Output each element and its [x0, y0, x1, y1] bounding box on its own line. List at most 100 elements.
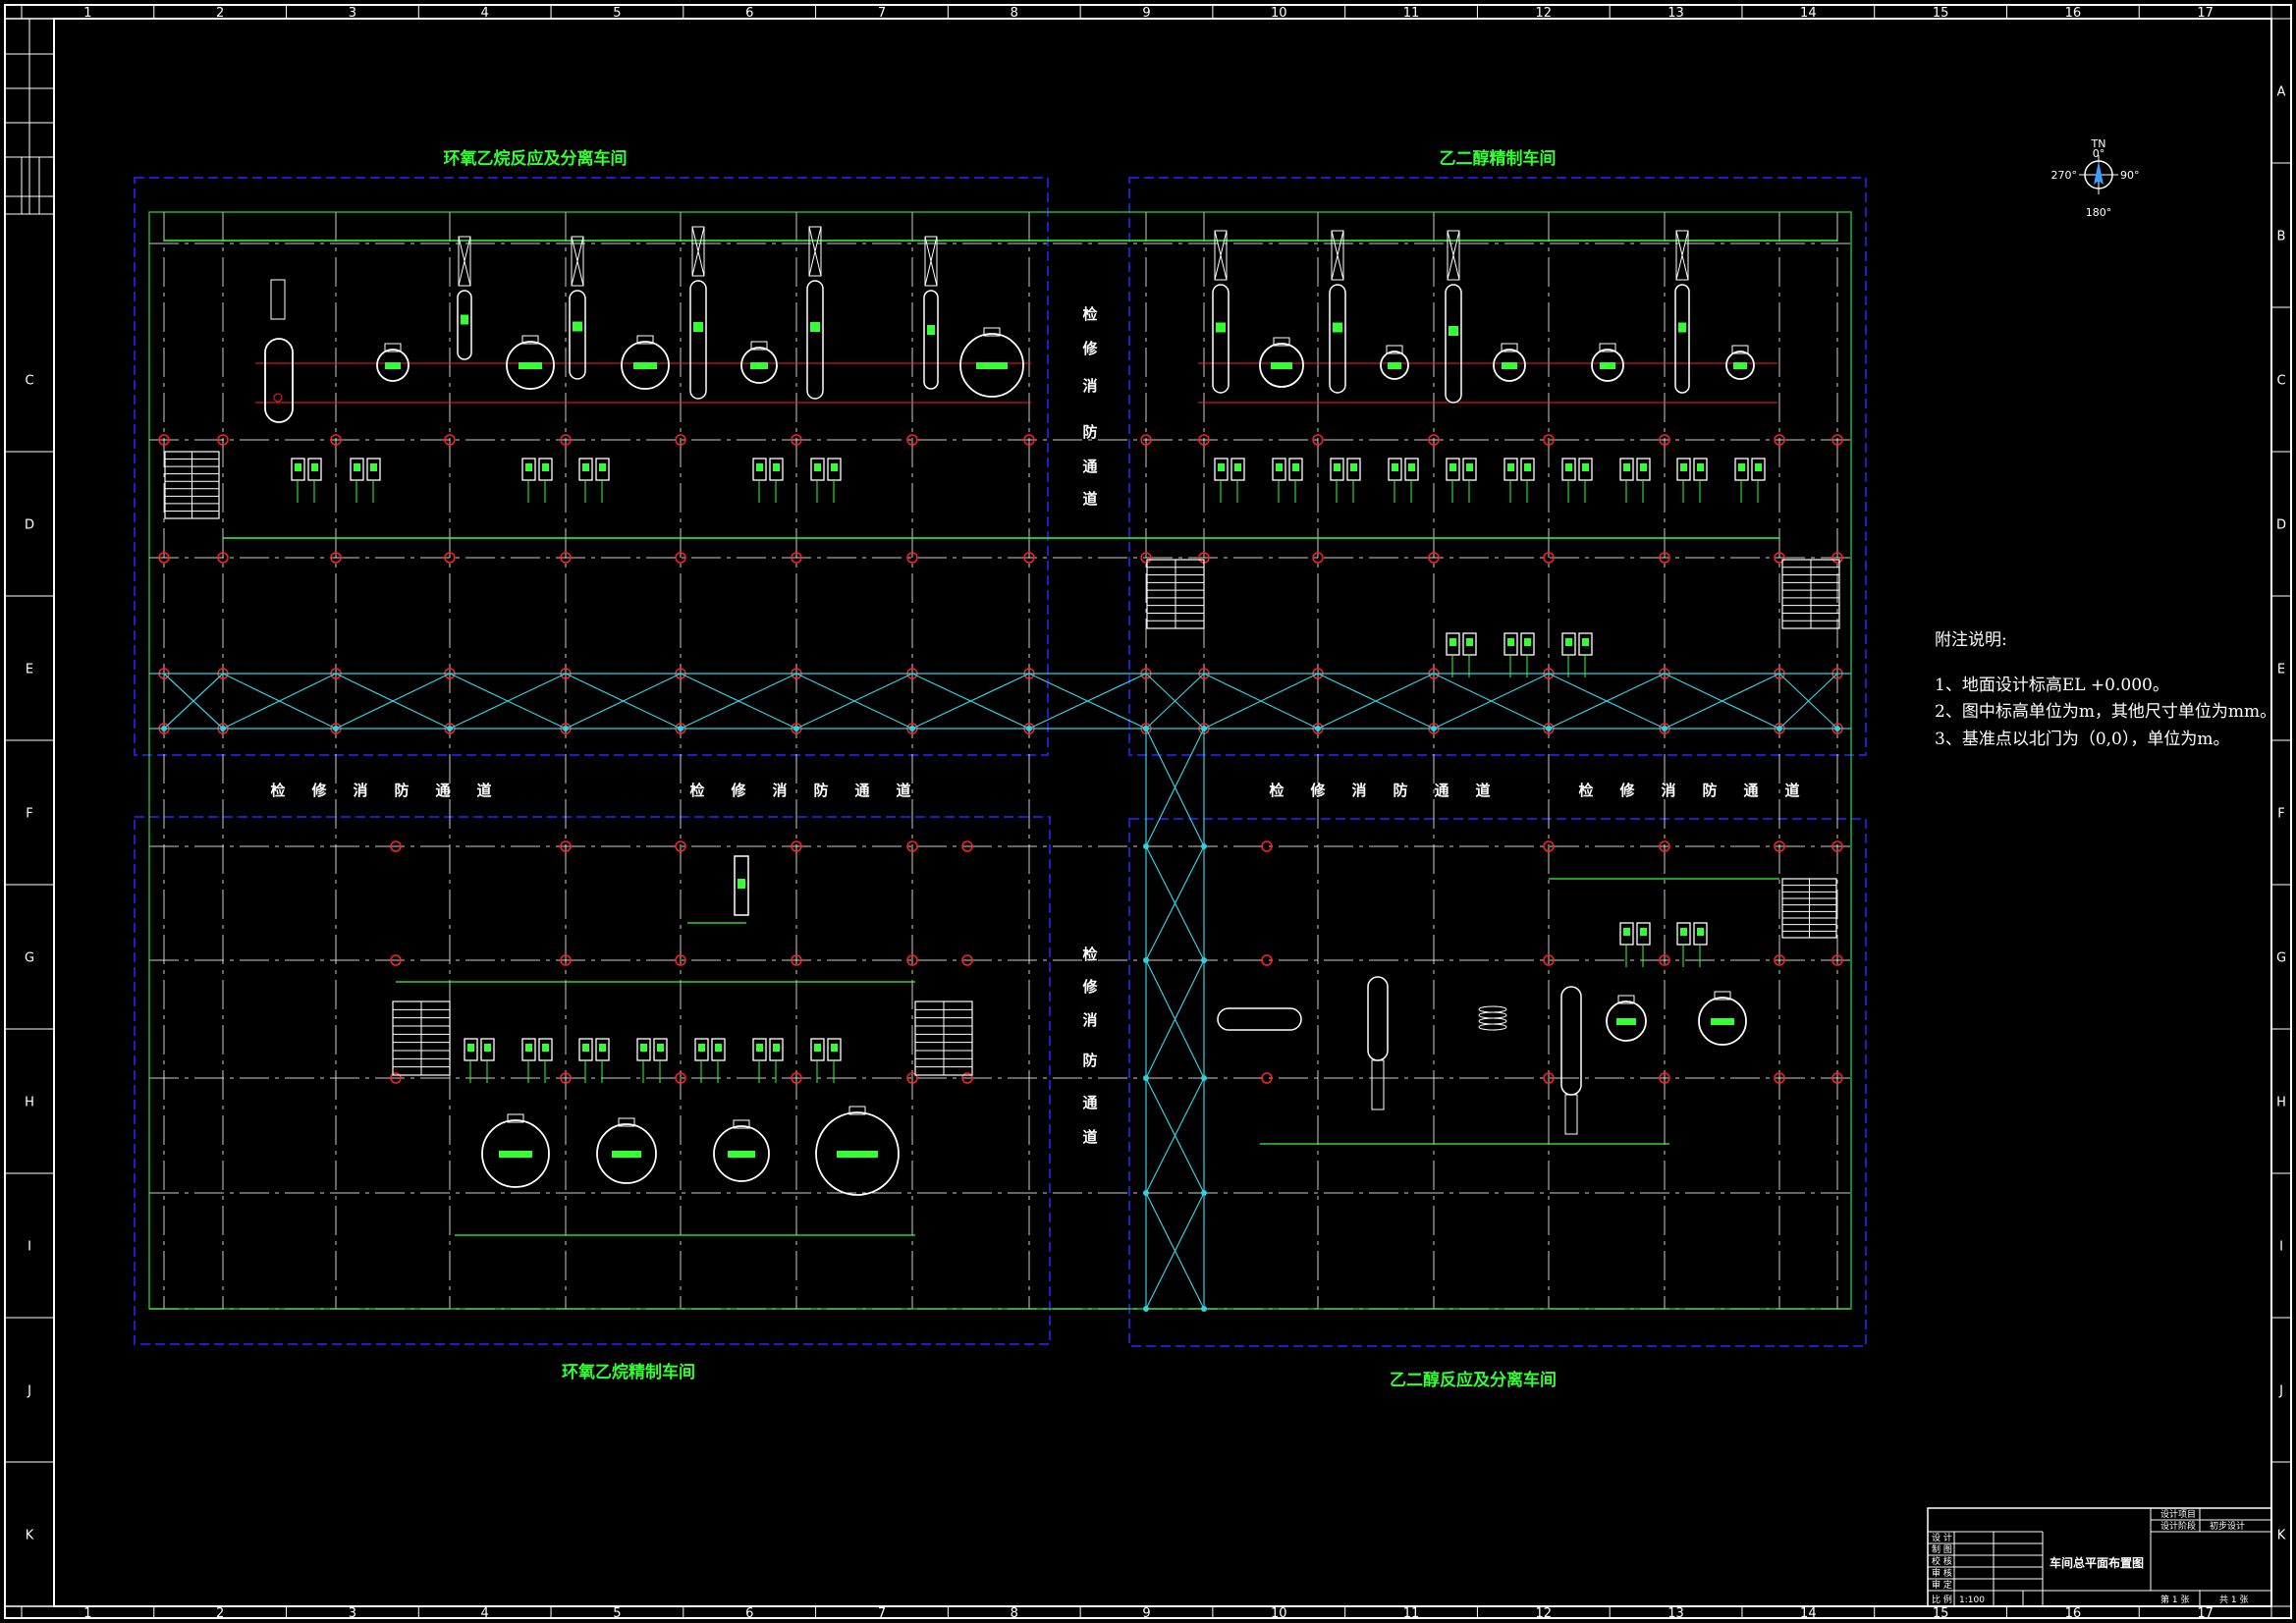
- tank-shell: [596, 1123, 657, 1184]
- tb-stage-label: 设计阶段: [2160, 1520, 2196, 1532]
- staircase: [1781, 559, 1840, 629]
- axis-marker: [1312, 552, 1324, 564]
- notes-heading: 附注说明:: [1935, 630, 2007, 650]
- column-number: 1: [83, 6, 91, 21]
- workshop-title-bottom-left: 环氧乙烷精制车间: [562, 1362, 695, 1382]
- column-number: 17: [2197, 1606, 2214, 1621]
- pump-motor: [1234, 463, 1241, 471]
- compass-deg-270: 270°: [2051, 169, 2078, 182]
- spherical-tank: [713, 1119, 770, 1182]
- brace-node: [1777, 726, 1782, 731]
- road-char: 通: [1434, 782, 1449, 799]
- pump-group: [1619, 922, 1651, 967]
- spherical-tank: [621, 335, 670, 390]
- axis-marker: [906, 552, 918, 564]
- pump-motor: [756, 1044, 763, 1052]
- road-char: 检: [270, 782, 285, 799]
- column-number: 6: [745, 1606, 753, 1621]
- brace-node: [793, 726, 799, 731]
- pump-motor: [1524, 638, 1531, 646]
- tank-tag: [1271, 362, 1292, 369]
- axis-marker: [1774, 954, 1785, 966]
- brace-node: [1662, 726, 1667, 731]
- column-top-frame: [571, 236, 584, 287]
- pump-motor: [1623, 928, 1630, 936]
- row-letter: G: [25, 951, 34, 966]
- column-number: 12: [1536, 1606, 1553, 1621]
- pump-motor: [1449, 463, 1456, 471]
- pump-motor: [657, 1044, 664, 1052]
- spherical-tank: [815, 1106, 900, 1196]
- spherical-tank: [959, 327, 1024, 398]
- column-number: 4: [481, 1606, 489, 1621]
- pump-group: [1330, 458, 1361, 503]
- tank-shell: [959, 333, 1024, 398]
- tank-shell: [1606, 1001, 1647, 1042]
- axis-marker: [560, 954, 572, 966]
- column-shell: [689, 280, 707, 400]
- pump-motor: [370, 463, 377, 471]
- tank-nozzle: [1731, 345, 1749, 354]
- left-stamp-strip: [4, 18, 55, 1607]
- column-number: 10: [1271, 1606, 1287, 1621]
- column-number: 4: [481, 6, 489, 21]
- north-compass: TN 0° 90° 180° 270°: [2051, 137, 2140, 219]
- pump-motor: [1582, 638, 1589, 646]
- pump-motor: [525, 1044, 532, 1052]
- axis-marker: [1543, 840, 1555, 852]
- column-number: 2: [216, 1606, 224, 1621]
- tank-shell: [1725, 351, 1755, 380]
- row-letter: G: [2276, 951, 2286, 966]
- road-char: 道: [1784, 782, 1799, 799]
- column-number: 10: [1271, 6, 1287, 21]
- axis-marker: [1831, 840, 1843, 852]
- row-letter: I: [2279, 1240, 2283, 1255]
- pump-motor: [1524, 463, 1531, 471]
- column-tag: [1678, 322, 1686, 333]
- column-tag: [693, 322, 703, 332]
- tank-nozzle: [733, 1119, 750, 1129]
- pump-motor: [1623, 463, 1630, 471]
- pump-group: [1676, 458, 1708, 503]
- tank-shell: [506, 341, 555, 390]
- pump-motor: [1466, 463, 1473, 471]
- column-number: 14: [1800, 1606, 1817, 1621]
- pump-group: [1561, 632, 1593, 677]
- pump-group: [1272, 458, 1303, 503]
- axis-marker: [1261, 840, 1273, 852]
- pump-motor: [1350, 463, 1357, 471]
- pump-motor: [814, 463, 821, 471]
- column-shell: [1212, 284, 1230, 394]
- pump-motor: [582, 463, 589, 471]
- axis-marker: [1659, 434, 1670, 446]
- road-char: 修: [1618, 782, 1635, 799]
- axis-marker: [1774, 552, 1785, 564]
- tank-nozzle: [1386, 345, 1403, 354]
- road-char: 消: [1351, 782, 1366, 799]
- pump-motor: [582, 1044, 589, 1052]
- column-number: 7: [878, 1606, 886, 1621]
- column-number: 15: [1933, 6, 1949, 21]
- distillation-column: [1329, 230, 1346, 394]
- pump-group: [1676, 922, 1708, 967]
- pump-motor: [640, 1044, 647, 1052]
- pump-group: [1446, 458, 1477, 503]
- axis-marker: [675, 954, 686, 966]
- tank-nozzle: [1273, 337, 1290, 347]
- axis-marker: [390, 840, 402, 852]
- vertical-vessel: [1367, 976, 1389, 1061]
- pump-motor: [1697, 928, 1704, 936]
- tb-scale-value: 1:100: [1959, 1596, 1985, 1605]
- pump-motor: [1507, 463, 1514, 471]
- axis-marker: [560, 434, 572, 446]
- row-letter: J: [2278, 1384, 2283, 1399]
- road-char: 通: [1082, 458, 1097, 475]
- tank-nozzle: [618, 1117, 635, 1127]
- tb-project-label: 设计项目: [2160, 1508, 2196, 1520]
- tb-role: 制 图: [1932, 1543, 1952, 1555]
- axis-marker: [444, 434, 456, 446]
- axis-marker: [1831, 434, 1843, 446]
- tank-nozzle: [636, 335, 654, 345]
- distillation-column: [806, 226, 824, 400]
